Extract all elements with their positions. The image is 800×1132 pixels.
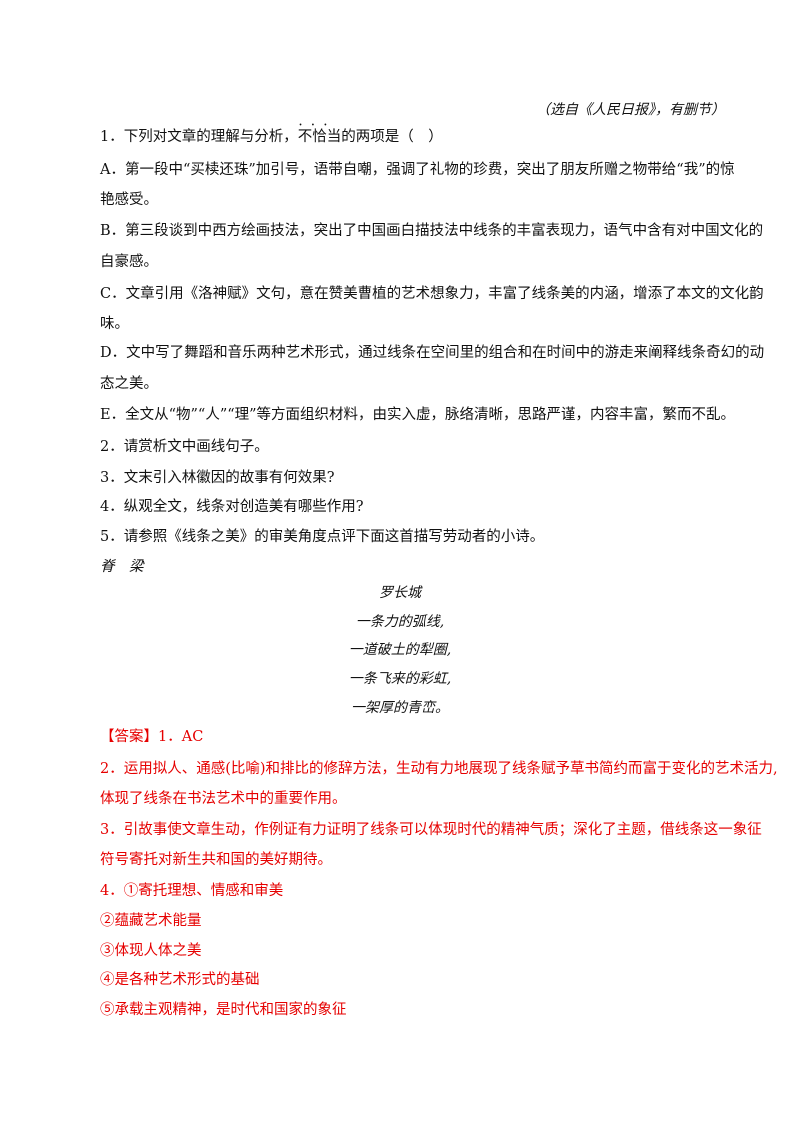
answer-4-item-3: ③体现人体之美 xyxy=(100,943,202,959)
poem-title: 脊 梁 xyxy=(100,559,144,575)
option-d-line-2: 态之美。 xyxy=(100,376,158,392)
option-d-line-1: D．文中写了舞蹈和音乐两种艺术形式，通过线条在空间里的组合和在时间中的游走来阐释… xyxy=(100,345,765,361)
answer-3-line-2: 符号寄托对新生共和国的美好期待。 xyxy=(100,852,332,868)
option-b-line-1: B．第三段谈到中西方绘画技法，突出了中国画白描技法中线条的丰富表现力，语气中含有… xyxy=(100,223,764,239)
answer-3-line-1: 3．引故事使文章生动，作例证有力证明了线条可以体现时代的精神气质；深化了主题，借… xyxy=(100,822,762,838)
option-a-line-2: 艳感受。 xyxy=(100,192,158,208)
emphasis-dots-text: 不恰当 xyxy=(298,116,342,147)
option-c-line-1: C．文章引用《洛神赋》文句，意在赞美曹植的艺术想象力，丰富了线条美的内涵，增添了… xyxy=(100,286,764,302)
question-3: 3．文末引入林徽因的故事有何效果? xyxy=(100,470,335,486)
question-5: 5．请参照《线条之美》的审美角度点评下面这首描写劳动者的小诗。 xyxy=(100,529,545,545)
option-a-line-1: A．第一段中“买椟还珠”加引号，语带自嘲，强调了礼物的珍费，突出了朋友所赠之物带… xyxy=(100,162,735,178)
answer-4-item-4: ④是各种艺术形式的基础 xyxy=(100,972,260,988)
answer-1-text: 1．AC xyxy=(158,729,204,745)
answer-4-item-2: ②蕴藏艺术能量 xyxy=(100,913,202,929)
source-note: （选自《人民日报》，有删节） xyxy=(536,102,725,118)
option-e: E．全文从“物”“人”“理”等方面组织材料，由实入虚，脉络清晰，思路严谨，内容丰… xyxy=(100,407,736,423)
option-b-line-2: 自豪感。 xyxy=(100,254,158,270)
poem-line-4: 一架厚的青峦。 xyxy=(351,700,449,716)
option-c-line-2: 味。 xyxy=(100,316,129,332)
answer-2-line-2: 体现了线条在书法艺术中的重要作用。 xyxy=(100,791,347,807)
question-2: 2．请赏析文中画线句子。 xyxy=(100,439,269,455)
poem-line-2: 一道破土的犁圈, xyxy=(348,642,452,658)
question-1-suffix: 的两项是（ ） xyxy=(341,129,443,145)
poem-author: 罗长城 xyxy=(379,585,421,601)
answer-tag: 【答案】 xyxy=(100,729,158,745)
question-1: 1．下列对文章的理解与分析，不恰当的两项是（ ） xyxy=(100,116,443,147)
answer-1: 【答案】1．AC xyxy=(100,727,203,747)
answer-2-line-1: 2．运用拟人、通感(比喻)和排比的修辞方法，生动有力地展现了线条赋予草书简约而富… xyxy=(100,761,778,777)
question-4: 4．纵观全文，线条对创造美有哪些作用? xyxy=(100,499,364,515)
answer-4-head: 4．①寄托理想、情感和审美 xyxy=(100,883,284,899)
poem-line-3: 一条飞来的彩虹, xyxy=(348,671,452,687)
answer-4-item-5: ⑤承载主观精神，是时代和国家的象征 xyxy=(100,1002,347,1018)
poem-line-1: 一条力的弧线, xyxy=(355,614,445,630)
question-1-prefix: 1．下列对文章的理解与分析， xyxy=(100,129,298,145)
